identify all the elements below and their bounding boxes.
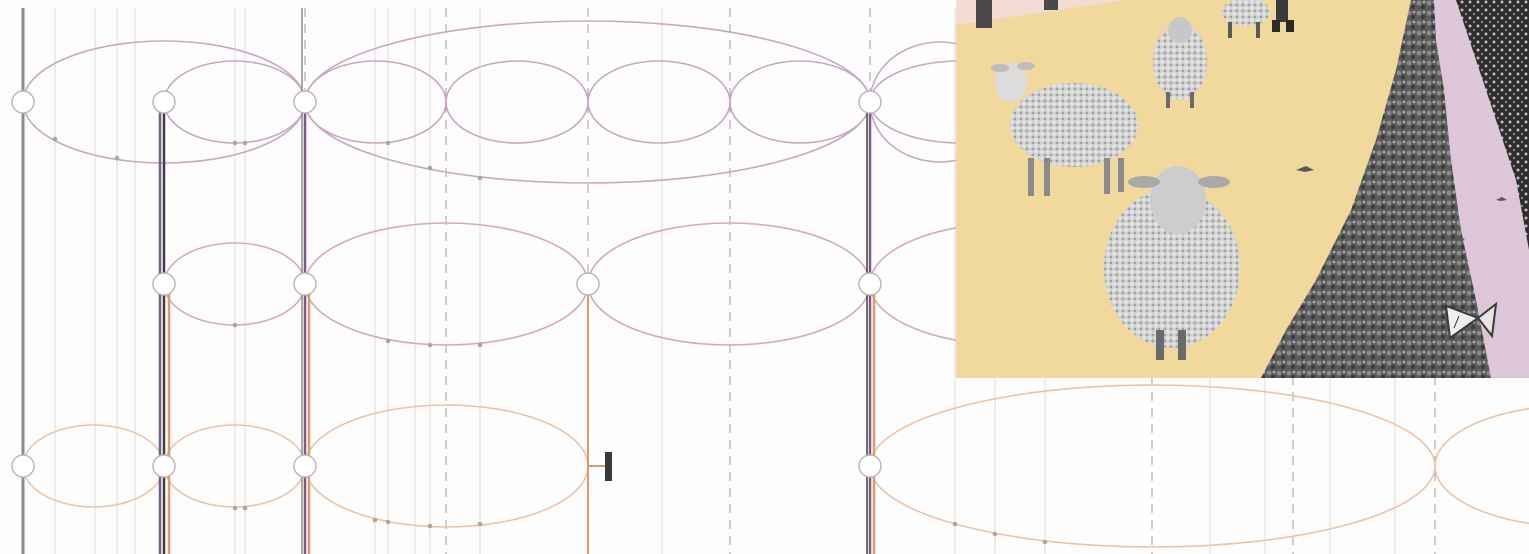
- guide-dot: [115, 156, 120, 161]
- guide-dot: [53, 137, 58, 142]
- guide-dot: [233, 141, 238, 146]
- guide-dot: [243, 506, 248, 511]
- cycle-ellipse: [588, 61, 730, 143]
- guide-dot: [1043, 540, 1048, 545]
- junction-node: [153, 273, 175, 295]
- guide-dot: [428, 343, 433, 348]
- cycle-ellipse: [730, 61, 870, 143]
- guide-dots: [53, 137, 1048, 545]
- tree-trunk: [976, 0, 992, 28]
- guide-dot: [478, 522, 483, 527]
- guide-dot: [386, 339, 391, 344]
- guide-dot: [233, 323, 238, 328]
- junction-node: [859, 273, 881, 295]
- junction-node: [859, 91, 881, 113]
- junction-node: [153, 91, 175, 113]
- guide-dot: [386, 141, 391, 146]
- guide-dot: [373, 518, 378, 523]
- junction-node: [12, 455, 34, 477]
- junction-node: [294, 273, 316, 295]
- guide-dot: [993, 532, 998, 537]
- guide-dot: [478, 176, 483, 181]
- tree-trunk: [1044, 0, 1058, 10]
- cycle-ellipse: [446, 61, 588, 143]
- guide-dot: [428, 524, 433, 529]
- junction-node: [153, 455, 175, 477]
- photo-collage-panel: [956, 0, 1529, 378]
- cycle-ellipse: [588, 223, 870, 345]
- cycle-ellipse: [23, 425, 164, 507]
- junction-node: [859, 455, 881, 477]
- guide-dot: [386, 520, 391, 525]
- guide-dot: [953, 522, 958, 527]
- end-cap: [605, 452, 612, 481]
- end-cap-marker: [588, 452, 612, 481]
- guide-dot: [428, 166, 433, 171]
- junction-node: [294, 91, 316, 113]
- junction-node: [577, 273, 599, 295]
- collage-image: [956, 0, 1529, 378]
- guide-dot: [233, 506, 238, 511]
- junction-node: [294, 455, 316, 477]
- guide-dot: [478, 343, 483, 348]
- junction-node: [12, 91, 34, 113]
- cycle-ellipse: [1435, 405, 1529, 527]
- guide-dot: [243, 141, 248, 146]
